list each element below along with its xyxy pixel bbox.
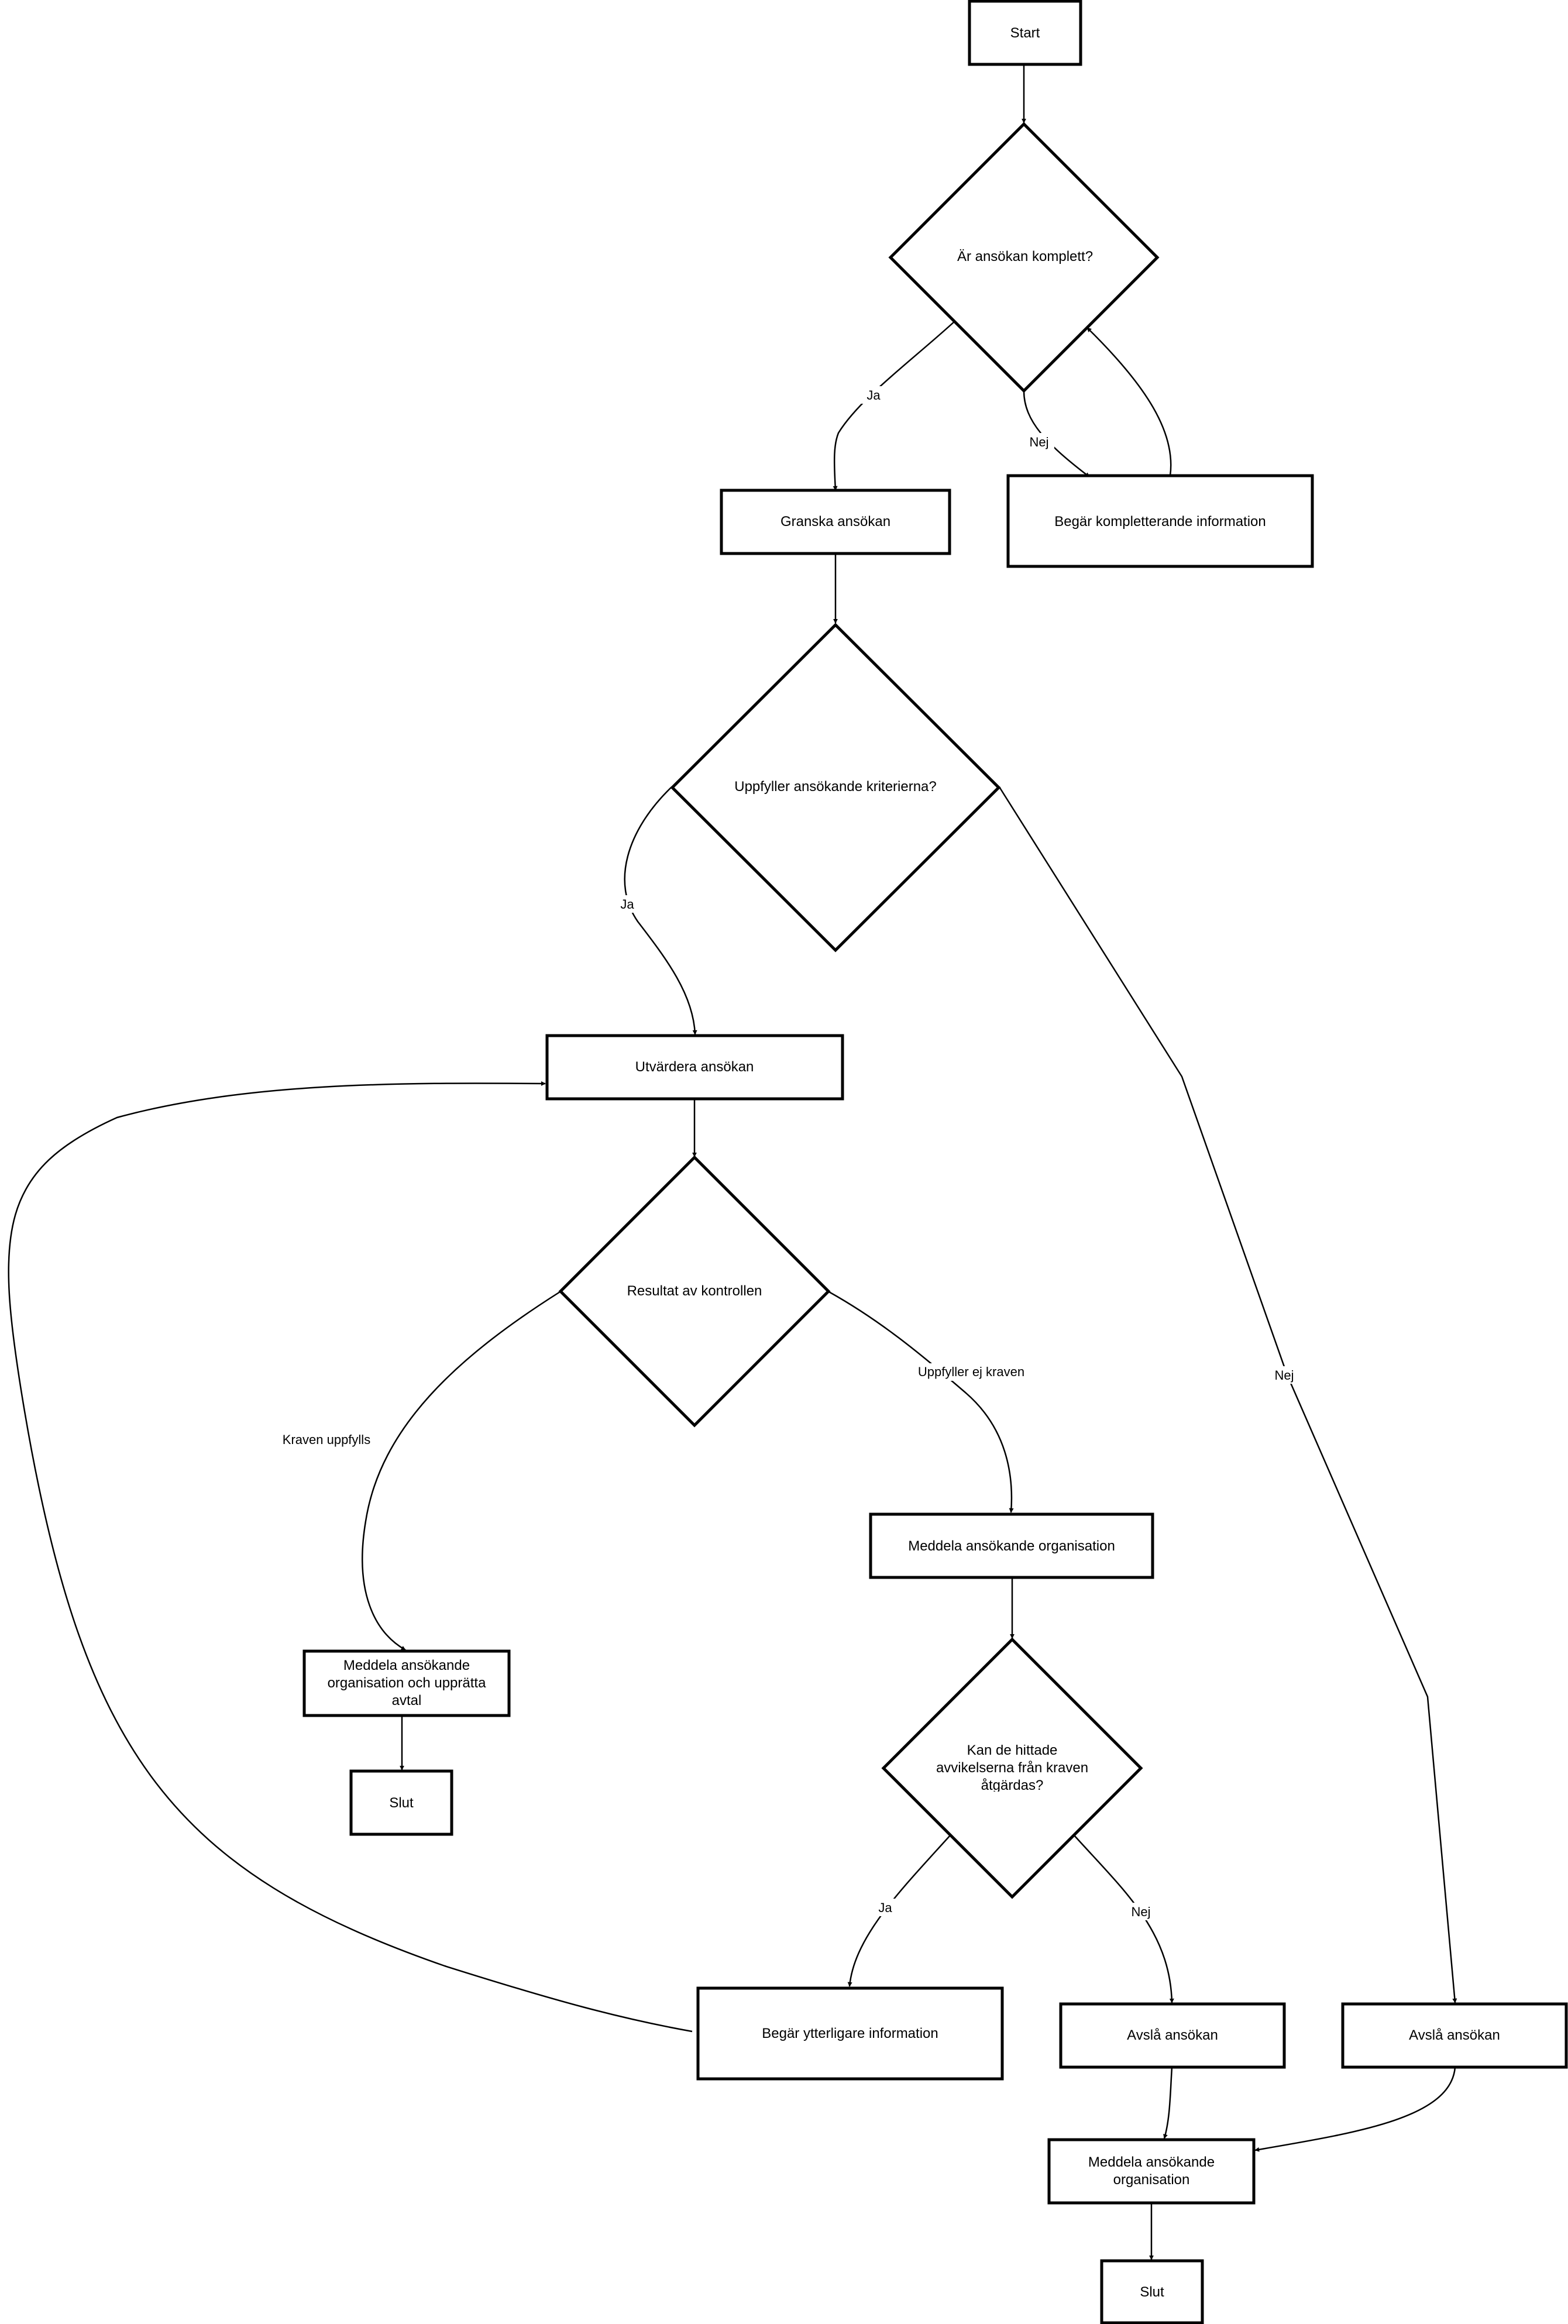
edge-reject-right-to-notify-final — [1254, 2067, 1456, 2152]
edge-label-q-criteria-nej: Nej — [1274, 1368, 1294, 1383]
node-request-complement-label: Begär kompletterande information — [1054, 514, 1266, 530]
node-review-label: Granska ansökan — [780, 514, 890, 530]
node-reject-mid: Avslå ansökan — [1059, 2002, 1286, 2069]
edge-label-bg — [871, 1899, 900, 1916]
node-notify-final-label: Meddela ansökande organisation — [1088, 2154, 1215, 2188]
edge-q-fixable-to-reject-mid — [1074, 1835, 1174, 2003]
nodes: Start Är ansökan komplett? Granska ansök… — [302, 0, 1568, 2324]
node-q-complete-label: Är ansökan komplett? — [957, 249, 1093, 264]
edges — [8, 66, 1457, 2260]
node-notify-agreement-label-box: Meddela ansökande organisation och upprä… — [327, 1658, 486, 1708]
node-start: Start — [968, 0, 1082, 66]
node-q-fixable-label-box: Kan de hittade avvikelserna från kraven … — [936, 1745, 1089, 1792]
edge-label-q-fixable-ja: Ja — [878, 1900, 892, 1915]
node-reject-right-label: Avslå ansökan — [1409, 2027, 1500, 2043]
node-q-fixable-label: Kan de hittade avvikelserna från kraven … — [936, 1745, 1089, 1792]
node-notify-agreement-label: Meddela ansökande organisation och upprä… — [327, 1658, 486, 1708]
node-request-more-label: Begär ytterligare information — [762, 2026, 938, 2041]
node-evaluate-label: Utvärdera ansökan — [635, 1059, 754, 1075]
edge-reject-mid-to-notify-final — [1163, 2067, 1173, 2139]
edge-q-criteria-to-evaluate — [624, 786, 697, 1035]
node-start-label: Start — [1010, 25, 1040, 41]
node-end-right: Slut — [1100, 2259, 1204, 2324]
edge-labels: Ja Nej Ja Nej Kraven uppfylls Uppfyller … — [283, 386, 1301, 1920]
node-end-right-label: Slut — [1140, 2284, 1164, 2300]
edge-q-complete-to-review — [833, 320, 956, 491]
edge-label-q-criteria-ja: Ja — [620, 897, 634, 912]
node-q-criteria-label: Uppfyller ansökande kriterierna? — [734, 779, 937, 795]
edge-label-kraven-uppfylls: Kraven uppfylls — [283, 1432, 370, 1447]
edge-label-bg — [1268, 1366, 1301, 1384]
edge-request-complement-to-q-complete — [1086, 327, 1172, 476]
node-q-complete: Är ansökan komplett? — [888, 122, 1160, 393]
node-notify-org-label: Meddela ansökande organisation — [908, 1538, 1115, 1554]
edge-label-bg — [1024, 433, 1054, 451]
edge-label-bg — [613, 895, 642, 913]
node-reject-right: Avslå ansökan — [1341, 2002, 1568, 2069]
edge-q-result-to-notify-org — [828, 1291, 1014, 1513]
node-request-complement: Begär kompletterande information — [1006, 474, 1314, 568]
edge-q-result-to-notify-agreement — [362, 1291, 561, 1651]
edge-label-q-complete-ja: Ja — [866, 388, 881, 403]
node-reject-mid-label: Avslå ansökan — [1127, 2027, 1218, 2043]
node-q-result-label: Resultat av kontrollen — [627, 1283, 762, 1299]
node-review: Granska ansökan — [720, 489, 951, 555]
edge-label-q-complete-nej: Nej — [1029, 435, 1048, 449]
node-request-more: Begär ytterligare information — [696, 1986, 1004, 2081]
node-end-left: Slut — [349, 1769, 453, 1836]
edge-request-more-to-evaluate — [8, 1081, 693, 2033]
node-end-left-label: Slut — [389, 1795, 414, 1811]
node-q-result: Resultat av kontrollen — [558, 1155, 831, 1428]
node-notify-final-label-box: Meddela ansökande organisation — [1088, 2154, 1215, 2188]
edge-label-bg — [913, 1363, 1030, 1381]
edge-label-bg — [859, 386, 888, 404]
node-notify-final: Meddela ansökande organisation — [1047, 2138, 1256, 2205]
node-notify-agreement: Meddela ansökande organisation och upprä… — [302, 1649, 511, 1717]
node-notify-org: Meddela ansökande organisation — [869, 1512, 1154, 1579]
node-q-fixable: Kan de hittade avvikelserna från kraven … — [881, 1637, 1143, 1899]
node-q-criteria: Uppfyller ansökande kriterierna? — [670, 623, 1001, 953]
edge-label-uppfyller-ej-kraven: Uppfyller ej kraven — [918, 1364, 1024, 1379]
node-evaluate: Utvärdera ansökan — [545, 1034, 844, 1101]
edge-label-bg — [1125, 1903, 1157, 1920]
edge-label-q-fixable-nej: Nej — [1131, 1904, 1150, 1919]
